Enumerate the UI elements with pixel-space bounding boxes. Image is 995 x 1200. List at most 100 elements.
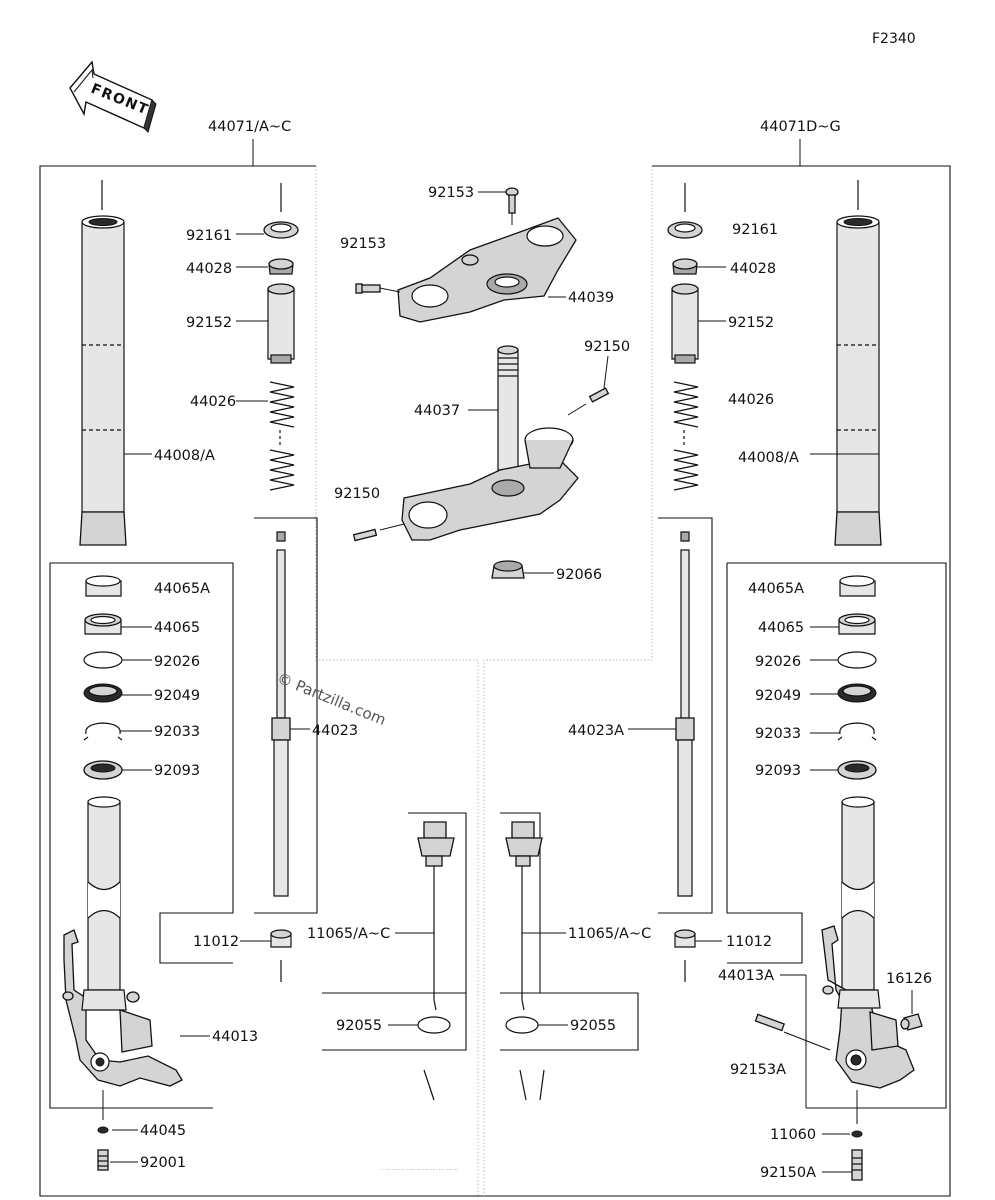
label-92150-right: 92150 xyxy=(584,339,630,355)
label-44013-left: 44013 xyxy=(212,1029,258,1045)
bushing-44065a-right xyxy=(839,575,876,597)
o-ring-92055-right xyxy=(505,1016,539,1034)
label-44023a-right: 44023A xyxy=(568,723,624,739)
lower-clamp-44037 xyxy=(401,427,579,541)
washer-44045-left xyxy=(97,1126,109,1134)
right-fork-frame xyxy=(478,165,951,1197)
damper-rod-11065-right xyxy=(505,821,543,1011)
circlip-92033-left xyxy=(83,722,123,741)
seal-92049-left xyxy=(83,683,123,703)
washer-92026-right xyxy=(837,651,877,669)
dust-seal-92093-right xyxy=(837,760,877,780)
collar-44028-left xyxy=(268,258,294,275)
label-92150a-right: 92150A xyxy=(760,1165,816,1181)
outer-tube-left xyxy=(79,180,127,546)
washer-11060-right xyxy=(851,1130,863,1138)
bushing-44065a-left xyxy=(85,575,122,597)
label-92093-right: 92093 xyxy=(755,763,801,779)
footer-note: ·· ··· ····· ··· ····· ··· ···· ···· ···… xyxy=(380,1167,458,1173)
spring-44026-left xyxy=(269,381,295,491)
label-11012-left: 11012 xyxy=(193,934,239,950)
label-92055-left: 92055 xyxy=(336,1018,382,1034)
washer-92026-left xyxy=(83,651,123,669)
axle-holder-44013a-right xyxy=(821,925,915,1089)
assy-label-left: 44071/A~C xyxy=(208,119,291,135)
label-44008-right: 44008/A xyxy=(738,450,799,466)
label-92152-right: 92152 xyxy=(728,315,774,331)
label-44028-right: 44028 xyxy=(730,261,776,277)
label-44037: 44037 xyxy=(414,403,460,419)
bushing-11012-left xyxy=(270,929,292,948)
bushing-11012-right xyxy=(674,929,696,948)
label-44008-left: 44008/A xyxy=(154,448,215,464)
bushing-44065-left xyxy=(84,613,122,635)
bolt-92150a-right xyxy=(851,1149,863,1181)
label-11065-left: 11065/A~C xyxy=(307,926,390,942)
axle-holder-44013-left xyxy=(62,929,183,1087)
label-44065-right: 44065 xyxy=(758,620,804,636)
spacer-92152-left xyxy=(267,283,295,364)
label-16126-right: 16126 xyxy=(886,971,932,987)
bolt-92153-top xyxy=(505,187,519,214)
seal-92049-right xyxy=(837,683,877,703)
inner-tube-left xyxy=(87,796,121,991)
label-92093-left: 92093 xyxy=(154,763,200,779)
label-92026-right: 92026 xyxy=(755,654,801,670)
label-92150-left: 92150 xyxy=(334,486,380,502)
label-92153-clamp: 92153 xyxy=(340,236,386,252)
front-arrow-icon: FRONT xyxy=(69,60,157,133)
label-44065a-left: 44065A xyxy=(154,581,210,597)
bolt-16126-right xyxy=(900,1013,923,1031)
label-11060-right: 11060 xyxy=(770,1127,816,1143)
bolt-92001-left xyxy=(97,1149,109,1171)
circlip-92033-right xyxy=(837,722,877,741)
upper-clamp-44039 xyxy=(397,217,577,323)
label-44026-right: 44026 xyxy=(728,392,774,408)
label-92153-top: 92153 xyxy=(428,185,474,201)
label-44045-left: 44045 xyxy=(140,1123,186,1139)
label-92161-right: 92161 xyxy=(732,222,778,238)
inner-tube-right xyxy=(841,796,875,991)
label-44023-left: 44023 xyxy=(312,723,358,739)
bolt-92153-clamp xyxy=(355,283,381,294)
washer-92161-right xyxy=(667,221,703,239)
label-92033-left: 92033 xyxy=(154,724,200,740)
label-11012-right: 11012 xyxy=(726,934,772,950)
bolt-92153a-right xyxy=(754,1013,786,1032)
label-92153a-right: 92153A xyxy=(730,1062,786,1078)
label-92055-right: 92055 xyxy=(570,1018,616,1034)
label-92001-left: 92001 xyxy=(140,1155,186,1171)
left-fork-frame xyxy=(39,165,479,1197)
label-92033-right: 92033 xyxy=(755,726,801,742)
bushing-44065-right xyxy=(838,613,876,635)
o-ring-92055-left xyxy=(417,1016,451,1034)
cylinder-44023-left xyxy=(271,531,291,897)
spring-44026-right xyxy=(673,381,699,491)
label-92161-left: 92161 xyxy=(186,228,232,244)
label-92152-left: 92152 xyxy=(186,315,232,331)
stem-44037 xyxy=(497,345,519,471)
label-44065-left: 44065 xyxy=(154,620,200,636)
bolt-92150-right xyxy=(588,387,610,403)
cylinder-44023a-right xyxy=(675,531,695,897)
label-44013a-right: 44013A xyxy=(718,968,774,984)
label-92026-left: 92026 xyxy=(154,654,200,670)
label-44065a-right: 44065A xyxy=(748,581,804,597)
assy-label-right: 44071D~G xyxy=(760,119,841,135)
bolt-92150-left xyxy=(352,528,378,542)
label-92066: 92066 xyxy=(556,567,602,583)
leader-lines xyxy=(110,191,913,1173)
spacer-92152-right xyxy=(671,283,699,364)
cap-92066 xyxy=(491,560,525,579)
label-44028-left: 44028 xyxy=(186,261,232,277)
label-44039: 44039 xyxy=(568,290,614,306)
washer-92161-left xyxy=(263,221,299,239)
label-92049-left: 92049 xyxy=(154,688,200,704)
damper-rod-11065-left xyxy=(417,821,455,1011)
outer-tube-right xyxy=(834,180,882,546)
label-44026-left: 44026 xyxy=(190,394,236,410)
dust-seal-92093-left xyxy=(83,760,123,780)
label-11065-right: 11065/A~C xyxy=(568,926,651,942)
collar-44028-right xyxy=(672,258,698,275)
